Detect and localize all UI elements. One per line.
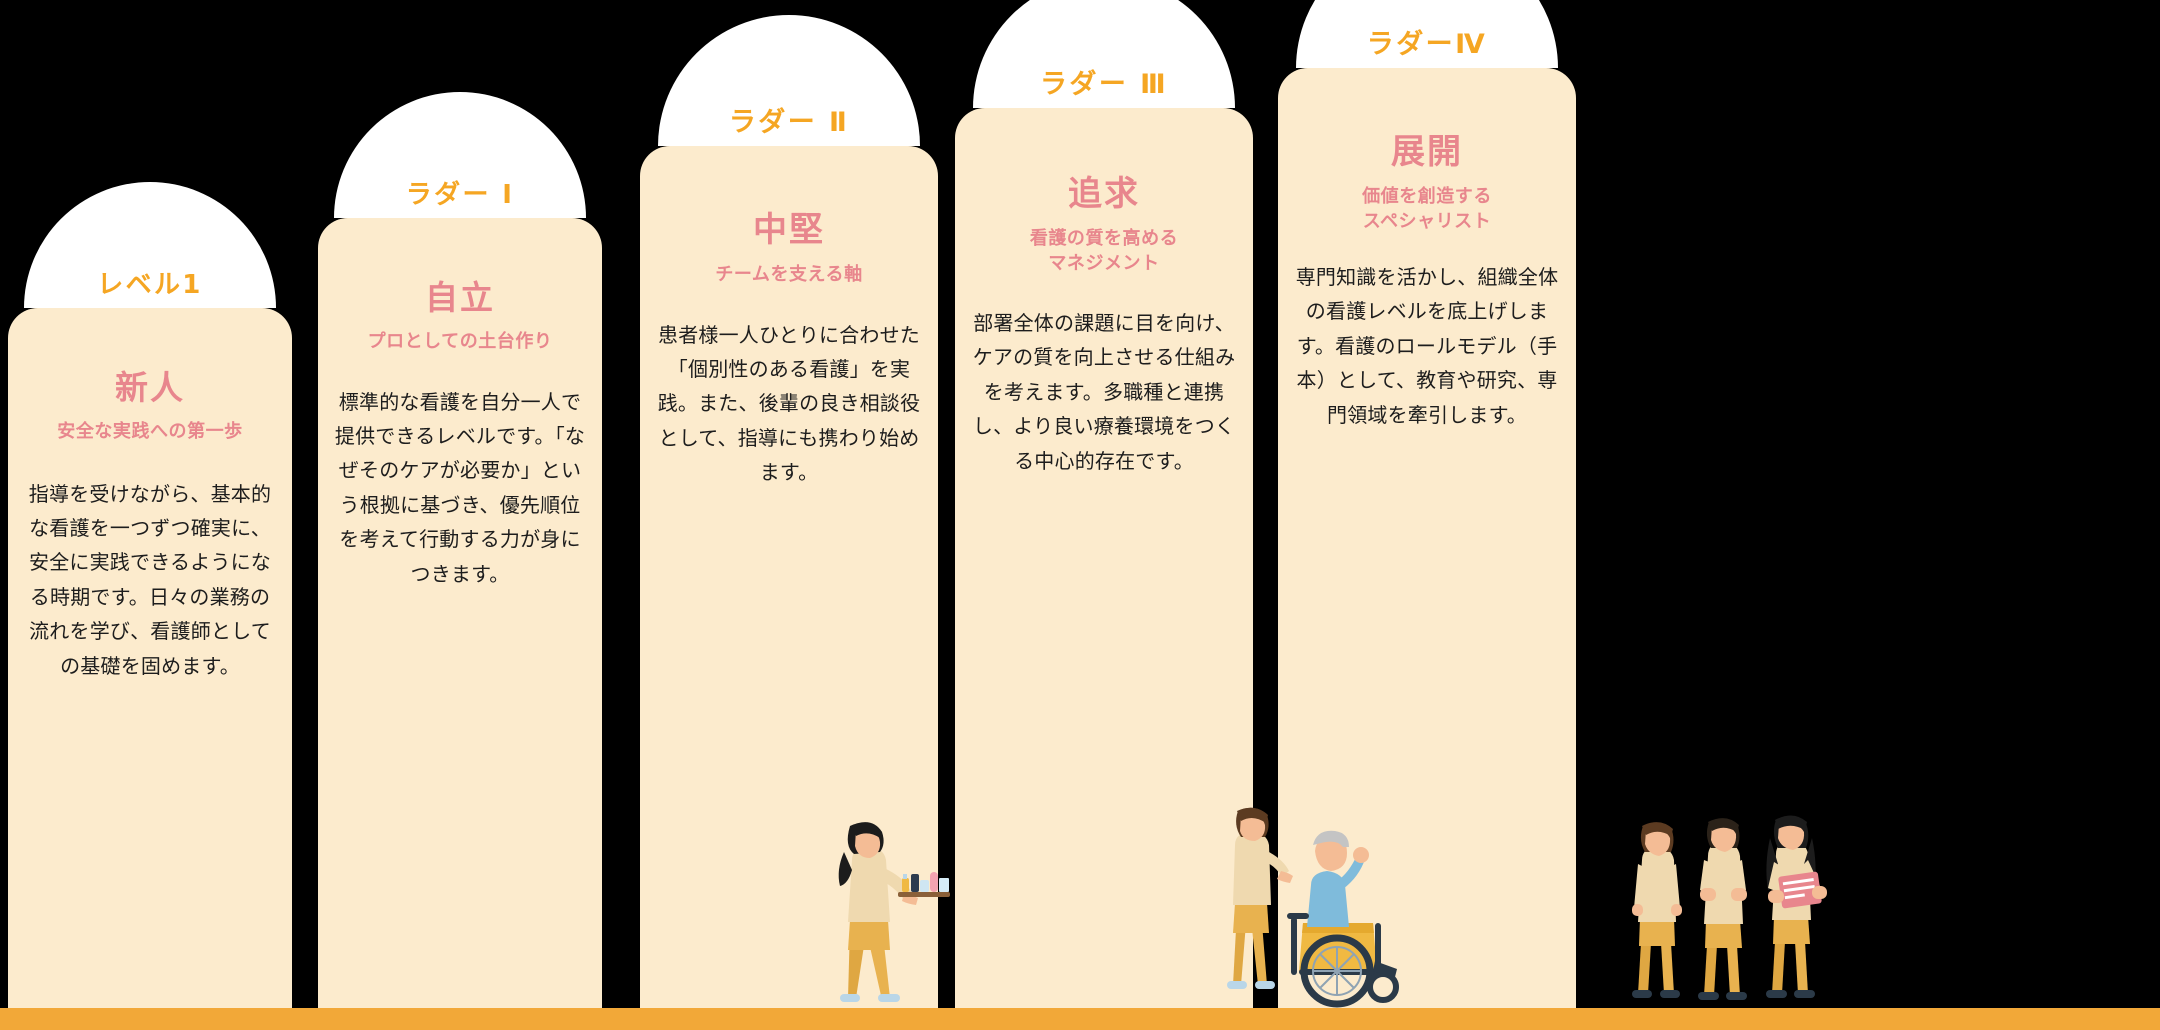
nurse-with-tray-illustration — [838, 822, 950, 1002]
ladder-card-4: 追求 看護の質を高めるマネジメント 部署全体の課題に目を向け、ケアの質を向上させ… — [955, 108, 1253, 1008]
stage-body-2: 標準的な看護を自分一人で提供できるレベルです。「なぜそのケアが必要か」という根拠… — [334, 389, 586, 586]
nursing-team-illustration — [1632, 815, 1827, 1000]
ladder-card-3: 中堅 チームを支える軸 患者様一人ひとりに合わせた「個別性のある看護」を実践。ま… — [640, 146, 938, 1008]
ladder-dome-1: レベル1 — [24, 182, 276, 308]
stage-subtitle-1: 安全な実践への第一歩 — [57, 421, 243, 443]
ladder-dome-3: ラダー Ⅱ — [658, 15, 920, 146]
ladder-label-3: ラダー Ⅱ — [728, 107, 850, 138]
ladder-dome-4: ラダー Ⅲ — [973, 0, 1235, 108]
stage-title-4: 追求 — [1067, 174, 1141, 214]
stage-body-4: 部署全体の課題に目を向け、ケアの質を向上させる仕組みを考えます。多職種と連携し、… — [972, 310, 1236, 473]
stage-subtitle-2: プロとしての土台作り — [367, 331, 553, 353]
ladder-dome-5: ラダーⅣ — [1296, 0, 1558, 68]
stage-subtitle-5: 価値を創造するスペシャリスト — [1362, 186, 1492, 232]
stage-subtitle-3: チームを支える軸 — [715, 264, 863, 286]
ground-bar — [0, 1008, 2160, 1030]
ladder-label-4: ラダー Ⅲ — [1039, 69, 1169, 100]
stage-subtitle-4: 看護の質を高めるマネジメント — [1029, 228, 1179, 274]
stage-body-5: 専門知識を活かし、組織全体の看護レベルを底上げします。看護のロールモデル（手本）… — [1295, 264, 1559, 427]
ladder-dome-2: ラダー Ⅰ — [334, 92, 586, 218]
ladder-card-2: 自立 プロとしての土台作り 標準的な看護を自分一人で提供できるレベルです。「なぜ… — [318, 218, 602, 1008]
ladder-label-2: ラダー Ⅰ — [405, 180, 515, 210]
stage-title-5: 展開 — [1390, 132, 1464, 172]
stage-title-2: 自立 — [425, 278, 495, 317]
stage-body-1: 指導を受けながら、基本的な看護を一つずつ確実に、安全に実践できるようになる時期で… — [28, 481, 272, 678]
ladder-card-1: 新人 安全な実践への第一歩 指導を受けながら、基本的な看護を一つずつ確実に、安全… — [8, 308, 292, 1008]
stage-body-3: 患者様一人ひとりに合わせた「個別性のある看護」を実践。また、後輩の良き相談役とし… — [657, 322, 921, 485]
stage-title-3: 中堅 — [752, 210, 826, 250]
stage-title-1: 新人 — [115, 368, 185, 407]
ladder-label-1: レベル1 — [97, 270, 203, 300]
nurse-pushing-wheelchair-illustration — [1227, 807, 1399, 1008]
ladder-label-5: ラダーⅣ — [1366, 29, 1488, 60]
